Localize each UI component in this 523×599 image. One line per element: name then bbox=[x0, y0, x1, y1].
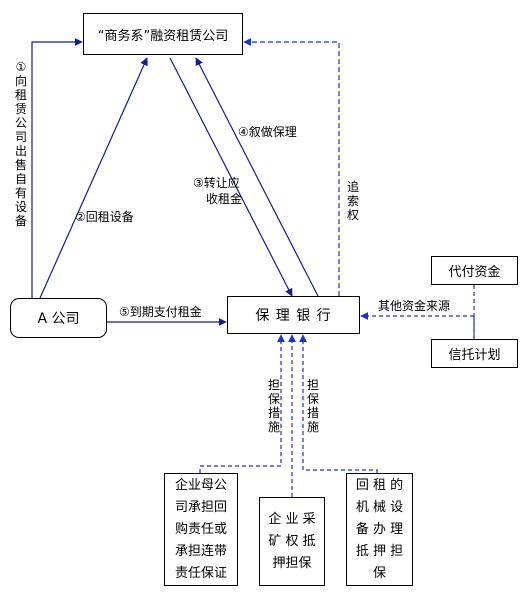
label-step1: ①向租赁公司出售自有设备 bbox=[14, 60, 27, 228]
node-guarantee-parent: 企业母公司承担回购责任或承担连带责任保证 bbox=[164, 473, 238, 586]
node-bank-label: 保 理 银 行 bbox=[255, 308, 332, 324]
label-step2: ②回租设备 bbox=[75, 210, 134, 224]
node-bank: 保 理 银 行 bbox=[227, 296, 360, 334]
node-lessor-label: “商务系”融资租赁公司 bbox=[97, 28, 229, 44]
node-leaseback-equipment-label: 回 租 的 机 械 设 备 办 理 抵 押 担 保 bbox=[355, 477, 404, 581]
arrow-transfer-receivables bbox=[169, 57, 293, 297]
node-trust-plan-label: 信托计划 bbox=[448, 348, 501, 363]
arrow-factoring bbox=[195, 57, 319, 297]
label-other-funding: 其他资金来源 bbox=[378, 299, 451, 313]
label-step3-line1: ③转让应 bbox=[193, 176, 240, 190]
label-step5: ⑤到期支付租金 bbox=[119, 305, 202, 319]
node-lessor: “商务系”融资租赁公司 bbox=[83, 13, 243, 55]
node-agency-funds: 代付资金 bbox=[431, 256, 518, 285]
node-leaseback-equipment: 回 租 的 机 械 设 备 办 理 抵 押 担 保 bbox=[346, 473, 413, 586]
node-company-a-label: A 公司 bbox=[37, 311, 80, 327]
arrow-recourse bbox=[243, 38, 340, 296]
label-guarantee-measure-1: 担保措施 bbox=[267, 378, 280, 434]
node-guarantee-parent-label: 企业母公司承担回购责任或承担连带责任保证 bbox=[174, 477, 227, 581]
node-mining-rights-label: 企 业 采 矿 权 抵 押担保 bbox=[268, 511, 316, 571]
arrow-leaseback bbox=[39, 57, 148, 299]
node-agency-funds-label: 代付资金 bbox=[448, 265, 501, 280]
node-mining-rights: 企 业 采 矿 权 抵 押担保 bbox=[259, 497, 325, 586]
arrow-guarantee-parent bbox=[199, 334, 285, 473]
label-step4: ④叙做保理 bbox=[238, 125, 297, 139]
label-recourse: 追索权 bbox=[346, 180, 359, 222]
arrow-sell-equipment bbox=[31, 38, 83, 298]
node-company-a: A 公司 bbox=[10, 298, 107, 338]
arrow-guarantee-equipment bbox=[299, 334, 378, 473]
label-guarantee-measure-2: 担保措施 bbox=[306, 378, 319, 434]
label-step3-line2: 收租金 bbox=[206, 192, 243, 206]
node-trust-plan: 信托计划 bbox=[431, 339, 518, 368]
